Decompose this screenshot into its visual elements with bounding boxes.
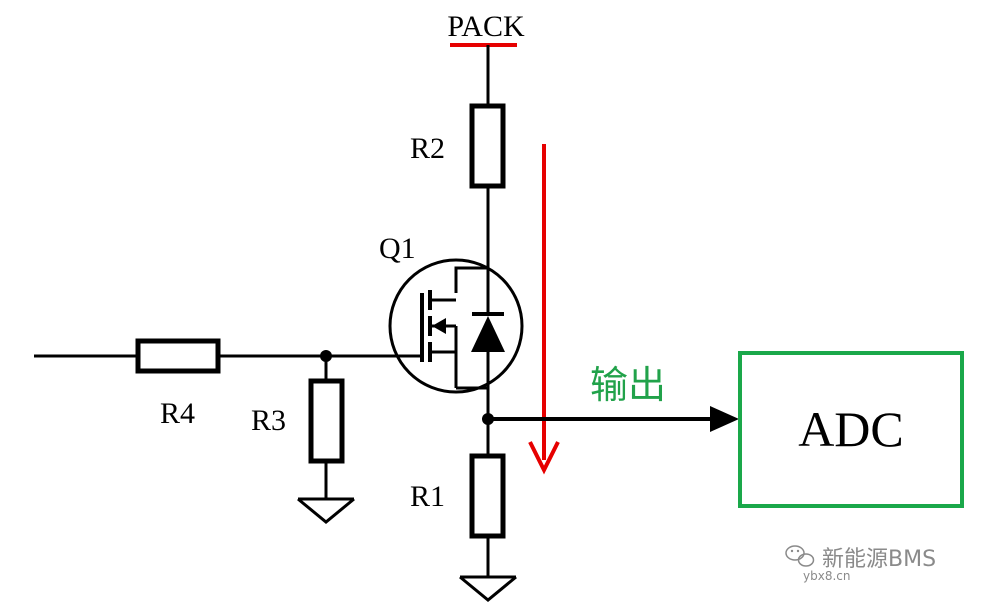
ground-symbol-r1 <box>459 575 517 602</box>
pack-label: PACK <box>447 10 525 43</box>
resistor-r1 <box>469 453 506 539</box>
watermark-site: ybx8.cn <box>803 569 850 583</box>
adc-label: ADC <box>798 401 904 457</box>
mosfet-circle <box>388 258 524 394</box>
diode-bottom-lead <box>456 352 490 390</box>
resistor-r3 <box>308 378 345 464</box>
adc-block <box>738 351 964 508</box>
r1-label: R1 <box>410 480 445 513</box>
ground-symbol-r3 <box>297 497 355 524</box>
q1-label: Q1 <box>379 232 416 265</box>
watermark-brand: 新能源BMS <box>822 547 936 572</box>
output-label: 输出 <box>590 363 666 407</box>
mosfet-q1 <box>388 258 524 394</box>
output-arrowhead <box>710 406 739 432</box>
mosfet-drain-lead <box>454 266 488 293</box>
diode-triangle <box>471 316 505 352</box>
resistor-r4 <box>135 338 221 374</box>
wechat-icon <box>785 545 815 567</box>
r4-label: R4 <box>160 397 195 430</box>
mosfet-body-arrow <box>432 318 446 334</box>
current-arrow-head <box>528 441 560 475</box>
r3-label: R3 <box>251 404 286 437</box>
resistor-r2 <box>469 103 506 189</box>
r2-label: R2 <box>410 132 445 165</box>
